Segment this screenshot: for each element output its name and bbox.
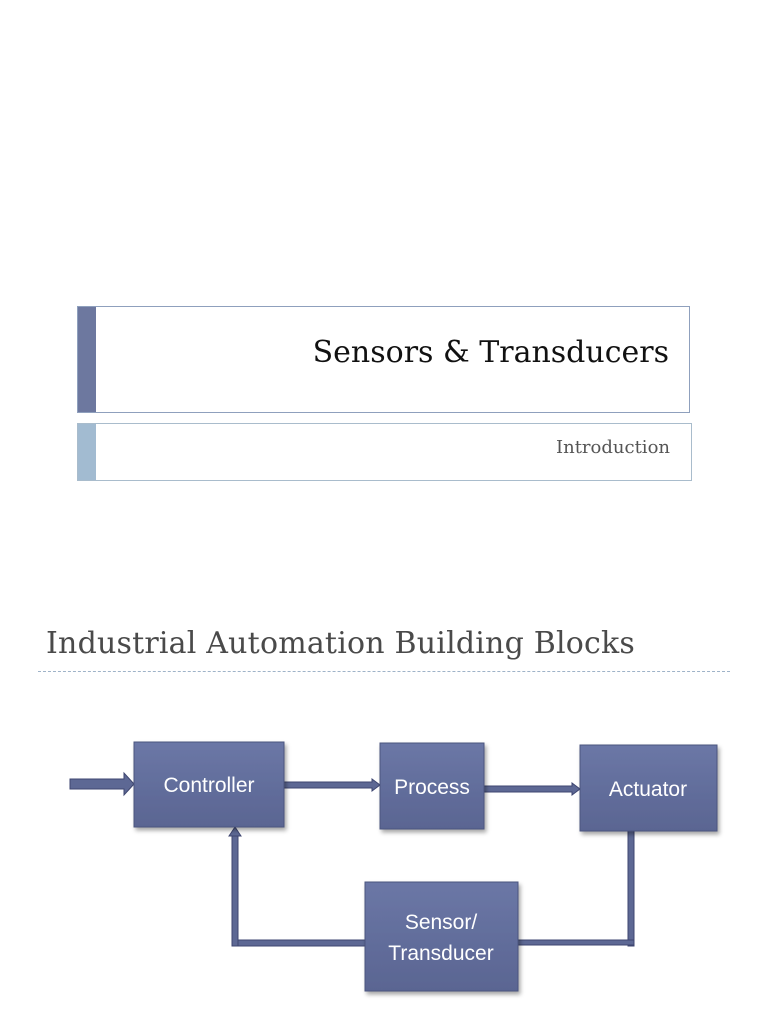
subtitle-accent-bar: [78, 424, 96, 480]
line-actuator-down: [627, 829, 635, 947]
actuator-label: Actuator: [609, 778, 687, 801]
process-block: Process: [379, 742, 485, 830]
arrow-process-to-actuator: [483, 782, 581, 796]
subtitle-box: Introduction: [77, 423, 692, 481]
arrow-controller-to-process: [283, 778, 381, 792]
actuator-block: Actuator: [579, 744, 718, 832]
connector-lines: [69, 771, 635, 947]
diagram-slide-title: Industrial Automation Building Blocks: [46, 626, 636, 661]
title-box: Sensors & Transducers: [77, 306, 690, 413]
sensor-label-line1: Sensor/: [405, 911, 478, 934]
slide-title: Sensors & Transducers: [312, 335, 669, 370]
line-from-sensor: [231, 939, 367, 947]
title-accent-bar: [78, 307, 96, 412]
arrowhead-into-controller: [228, 826, 242, 837]
input-arrow: [69, 771, 135, 797]
sensor-transducer-block: Sensor/ Transducer: [364, 881, 519, 992]
controller-label: Controller: [163, 774, 254, 797]
line-up-to-controller: [231, 835, 239, 947]
sensor-label-line2: Transducer: [388, 942, 493, 965]
controller-block: Controller: [133, 741, 285, 828]
slide-subtitle: Introduction: [556, 437, 670, 458]
line-to-sensor: [517, 939, 635, 946]
title-divider: [38, 671, 730, 672]
process-label: Process: [394, 776, 470, 799]
